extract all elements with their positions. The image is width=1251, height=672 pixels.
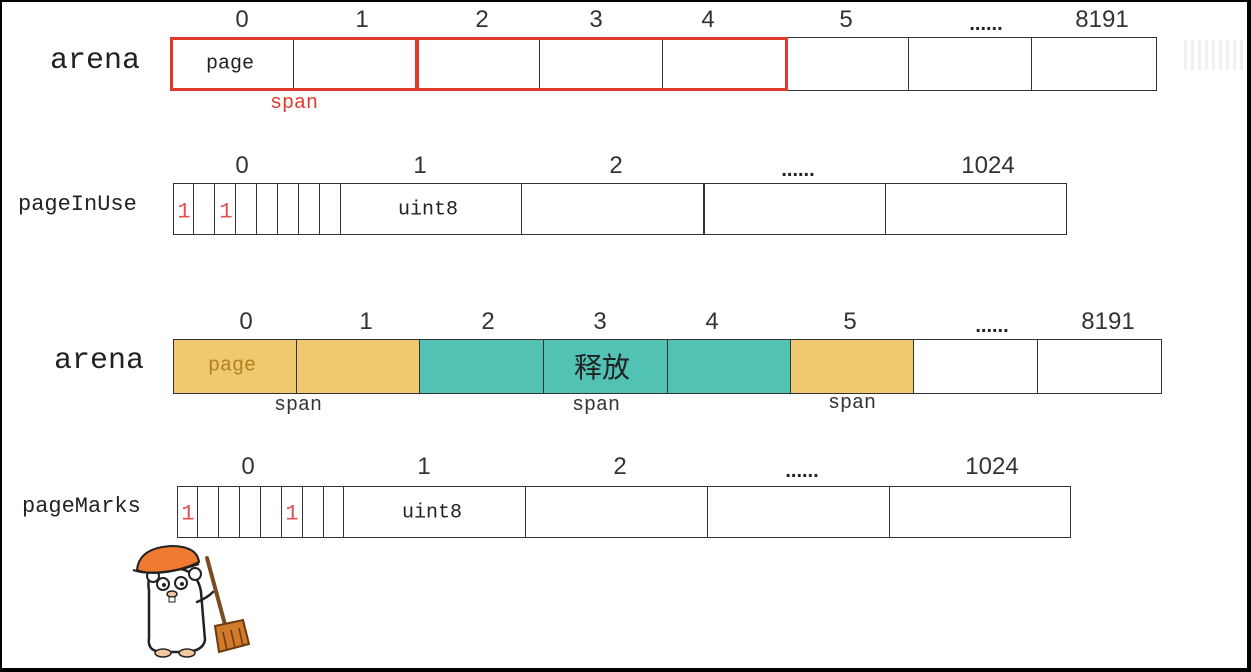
page-index: 5 [843,308,857,335]
set-bit: 1 [219,199,233,225]
pageinuse-label: pageInUse [18,192,137,217]
page-index: 4 [705,308,719,335]
page-index: 8191 [1081,308,1135,335]
bit-divider [177,486,303,538]
page-index: 2 [481,308,495,335]
bit-divider [177,486,282,538]
page-cell-label: page [205,52,255,76]
page-cell-in-use [173,339,298,394]
bit-divider [173,183,320,235]
set-bit: 1 [285,501,299,527]
span-label: span [269,92,319,115]
page-cell-in-use [296,339,421,394]
bitmap-byte [340,183,523,235]
uint8-label: uint8 [401,501,463,525]
page-cell-label: page [207,354,257,378]
page-index: 4 [701,6,715,33]
bit-divider [173,183,257,235]
page-index: 1 [359,308,373,335]
pagemarks-label: pageMarks [22,494,141,519]
bitmap-byte [525,486,709,538]
page-cell-released [667,339,792,394]
uint8-label: uint8 [397,198,459,222]
page-cell-released [543,339,669,394]
bitmap-index: 2 [613,453,627,480]
bitmap-index: 1024 [965,453,1019,480]
page-index: 1 [355,6,369,33]
page-cell [1037,339,1162,394]
bitmap-byte [704,183,887,235]
page-cell [913,339,1039,394]
ellipsis: ...... [785,460,819,482]
set-bit: 1 [181,501,195,527]
bit-divider [177,486,198,538]
bit-divider [177,486,261,538]
ellipsis: ...... [969,13,1003,35]
span-label: span [273,394,323,417]
bit-divider [173,183,299,235]
watermark [1184,40,1244,70]
bitmap-index: 1 [417,453,431,480]
bitmap-index: 1024 [961,152,1015,179]
bit-divider [177,486,240,538]
page-cell [785,37,910,91]
page-cell [293,37,418,91]
arena-label: arena [50,44,141,78]
ellipsis: ...... [781,159,815,181]
bitmap-index: 0 [241,453,255,480]
page-index: 3 [593,308,607,335]
bitmap-byte [889,486,1071,538]
bitmap-byte [177,486,345,538]
page-index: 8191 [1075,6,1129,33]
arena-label: arena [54,344,145,378]
bitmap-index: 1 [413,152,427,179]
span-label: span [827,392,877,415]
gopher-sweeper-icon [132,544,251,658]
bitmap-byte [343,486,527,538]
page-cell-released [419,339,545,394]
page-cell-in-use [790,339,915,394]
bitmap-byte [173,183,342,235]
page-index: 5 [839,6,853,33]
release-label: 释放 [573,351,631,384]
bit-divider [173,183,194,235]
page-cell [908,37,1033,91]
ellipsis: ...... [975,315,1009,337]
page-index: 2 [475,6,489,33]
set-bit: 1 [177,199,191,225]
page-index: 0 [235,6,249,33]
bitmap-byte [521,183,704,235]
page-index: 3 [589,6,603,33]
page-cell [1031,37,1157,91]
bit-divider [173,183,278,235]
span-label: span [571,394,621,417]
page-index: 0 [239,308,253,335]
bit-divider [173,183,215,235]
page-cell [539,37,664,91]
bit-divider [173,183,236,235]
bitmap-byte [707,486,891,538]
bitmap-index: 0 [235,152,249,179]
span-outline [416,37,788,91]
bit-divider [177,486,324,538]
bitmap-index: 2 [609,152,623,179]
bitmap-byte [885,183,1067,235]
bit-divider [177,486,219,538]
